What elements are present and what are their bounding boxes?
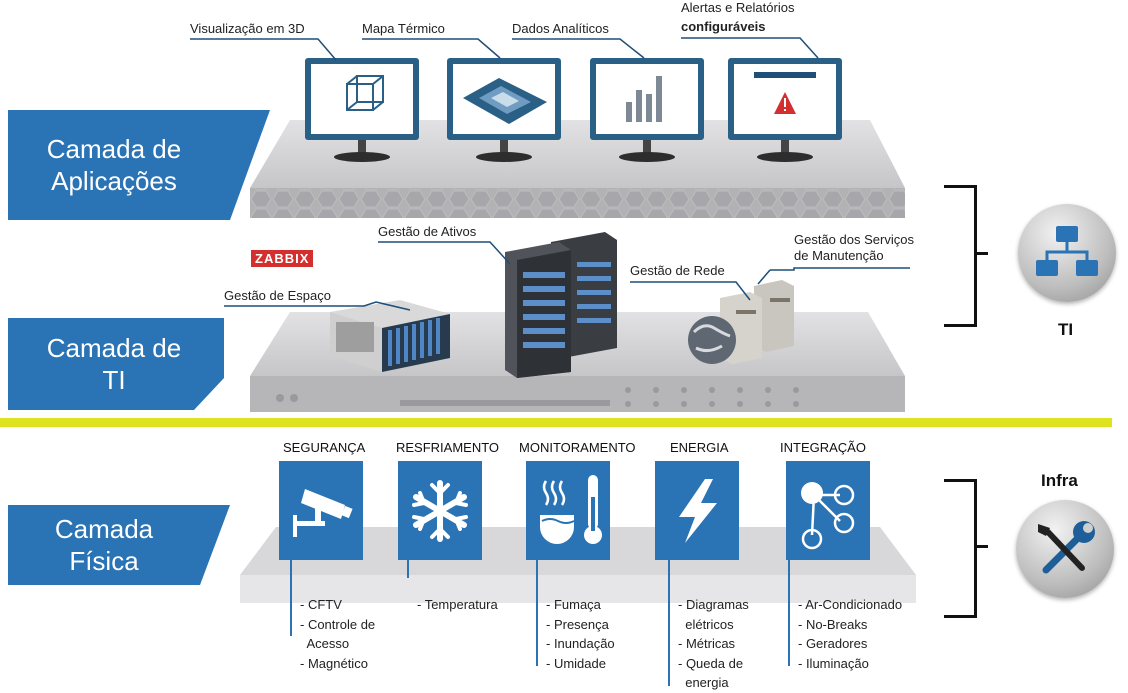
lightning-icon: [679, 479, 717, 543]
layer-divider: [0, 418, 1112, 427]
network-nodes-icon: [801, 482, 855, 550]
monitoring-list: - Fumaça - Presença - Inundação - Umidad…: [536, 560, 615, 673]
list-item: - Queda de: [678, 655, 744, 671]
heat-map-label: Mapa Térmico: [362, 21, 445, 36]
list-item: - Controle de: [300, 616, 376, 632]
snowflake-icon: [412, 480, 468, 542]
list-item: - Magnético: [300, 655, 368, 671]
integration-title: INTEGRAÇÃO: [780, 440, 866, 455]
visualization-label: Visualização em 3D: [190, 21, 305, 36]
infra-bracket: [944, 479, 977, 618]
list-item: - Umidade: [546, 655, 606, 671]
it-layer-label-bg: [8, 318, 224, 410]
list-item: - Presença: [546, 616, 609, 632]
list-item: - Iluminação: [798, 655, 869, 671]
thermometer-icon: [540, 475, 602, 544]
services-management-label-line1: Gestão dos Serviços: [794, 232, 914, 247]
list-item: energia: [678, 675, 729, 690]
blade-server-chassis: [330, 300, 450, 372]
network-hierarchy-icon: [1036, 226, 1098, 276]
app-leader-lines: [190, 37, 819, 61]
list-item: - Temperatura: [417, 597, 498, 612]
infra-circle: [1016, 500, 1114, 598]
list-item: - Inundação: [546, 636, 615, 651]
cooling-box: [398, 461, 482, 560]
ti-bracket: [944, 185, 977, 327]
energy-list: - Diagramas elétricos - Métricas - Queda…: [668, 560, 749, 693]
energy-title: ENERGIA: [670, 440, 729, 455]
zabbix-logo: ZABBIX: [251, 250, 314, 267]
security-box: [279, 461, 363, 560]
list-item: - Métricas: [678, 636, 736, 651]
integration-box: [786, 461, 870, 560]
bar-chart-icon: [626, 76, 662, 122]
integration-list: - Ar-Condicionado - No-Breaks - Geradore…: [788, 560, 903, 673]
cube-icon: [346, 75, 384, 111]
cctv-camera-icon: [293, 489, 353, 537]
monitoring-title: MONITORAMENTO: [519, 440, 636, 455]
security-list: - CFTV - Controle de Acesso - Magnético: [290, 560, 376, 673]
list-item: - Ar-Condicionado: [798, 597, 903, 612]
alerts-label-line2: configuráveis: [681, 19, 766, 34]
list-item: Acesso: [300, 636, 350, 651]
alerts-label-line1: Alertas e Relatórios: [681, 0, 795, 15]
cooling-list: - Temperatura: [407, 560, 498, 615]
list-item: - CFTV: [300, 597, 342, 612]
list-item: - Geradores: [798, 636, 868, 651]
network-management-label: Gestão de Rede: [630, 263, 725, 278]
list-item: - Diagramas: [678, 597, 749, 612]
infra-label: Infra: [1041, 471, 1078, 490]
list-item: elétricos: [678, 616, 734, 632]
network-servers-globe: [688, 280, 794, 364]
analytics-label: Dados Analíticos: [512, 21, 609, 36]
energy-box: [655, 461, 739, 560]
monitoring-box: [526, 461, 610, 560]
physical-layer-label: Camada Física: [54, 514, 154, 576]
it-leader-lines: [224, 241, 910, 311]
alert-window-icon: [754, 72, 816, 126]
it-layer-label: Camada de TI: [46, 333, 182, 395]
infra-bracket-tick: [974, 545, 988, 548]
list-item: - No-Breaks: [798, 616, 868, 632]
security-title: SEGURANÇA: [283, 440, 366, 455]
ti-bracket-tick: [974, 252, 988, 255]
applications-layer-label-bg: [8, 110, 270, 220]
ti-label: TI: [1058, 320, 1074, 339]
physical-layer-label-bg: [8, 505, 230, 585]
space-management-label: Gestão de Espaço: [224, 288, 331, 303]
services-management-label-line2: de Manutenção: [794, 248, 884, 263]
rack-servers: [505, 232, 617, 378]
tools-icon: [1038, 521, 1095, 574]
cooling-title: RESFRIAMENTO: [396, 440, 500, 455]
applications-layer-label: Camada de Aplicações: [46, 134, 182, 196]
heat-map-icon: [463, 78, 547, 124]
asset-management-label: Gestão de Ativos: [378, 224, 477, 239]
list-item: - Fumaça: [546, 597, 601, 612]
ti-circle: [1018, 204, 1116, 302]
